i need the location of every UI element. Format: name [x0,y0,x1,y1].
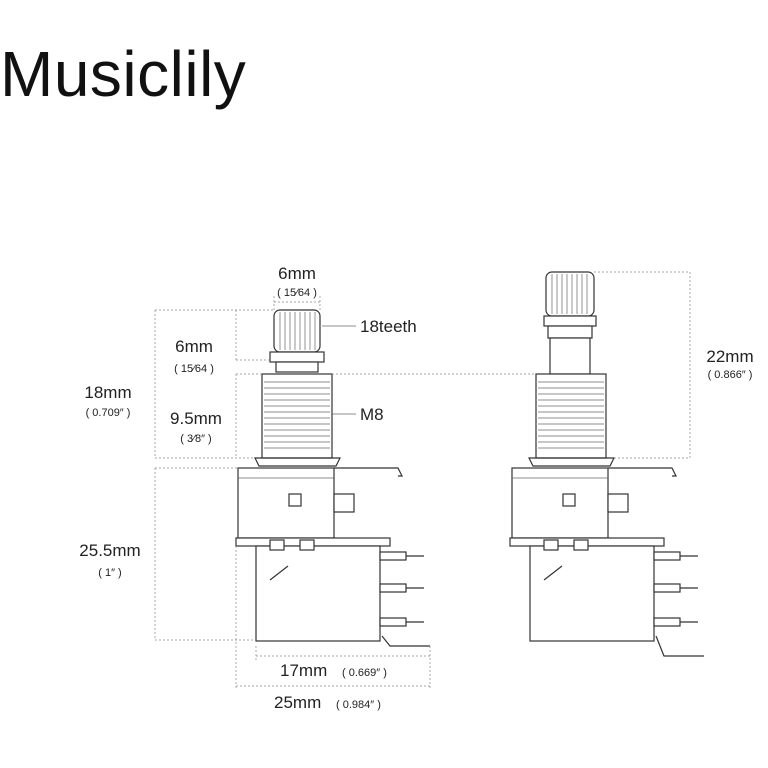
dimension-lines [154,271,691,690]
label-body-height-in: ( 1″ ) [98,567,121,579]
label-shaft-height-mm: 6mm [175,337,213,356]
left-switch-housing [237,467,335,539]
left-pot-body [255,545,381,642]
label-total-height-in: ( 0.709″ ) [86,407,131,419]
label-thread-height-mm: 9.5mm [170,409,222,428]
label-pushed-height-mm: 22mm [706,347,753,366]
label-shaft-width-in: ( 15⁄64 ) [277,287,317,299]
right-terminals [653,551,704,657]
left-mounting-washer [254,457,341,467]
label-thread-height-in: ( 3⁄8″ ) [180,433,211,445]
left-knurled-shaft [273,309,321,353]
right-threaded-bushing [535,373,607,459]
right-pot-body [529,545,655,642]
right-switch-housing [511,467,609,539]
brand-title: Musiclily [0,38,247,110]
label-pushed-height-in: ( 0.866″ ) [708,369,753,381]
left-potentiometer [235,309,430,647]
label-teeth: 18teeth [360,317,417,336]
label-overall-width-mm: 25mm [274,693,321,712]
label-body-width-mm: 17mm [280,661,327,680]
left-terminals [379,551,430,647]
label-body-width-in: ( 0.669″ ) [342,667,387,679]
label-shaft-width-mm: 6mm [278,264,316,283]
right-potentiometer [509,271,704,657]
left-threaded-bushing [261,373,333,459]
label-body-height-mm: 25.5mm [79,541,140,560]
label-total-height-mm: 18mm [84,383,131,402]
label-overall-width-in: ( 0.984″ ) [336,699,381,711]
label-shaft-height-in: ( 15⁄64 ) [174,363,214,375]
label-thread: M8 [360,405,384,424]
left-shaft-neck [275,361,319,373]
right-shaft-neck [549,337,591,375]
left-shaft-collar [269,351,325,363]
